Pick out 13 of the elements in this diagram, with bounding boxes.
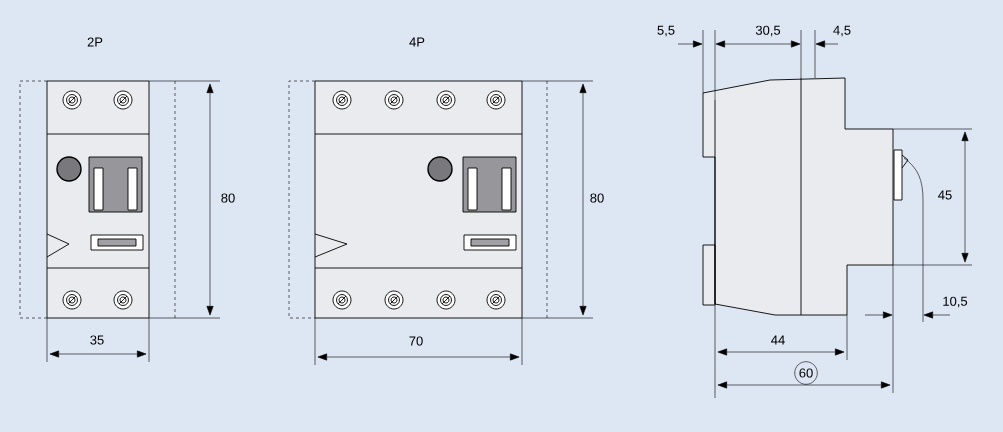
dimension-label: 4,5 bbox=[833, 25, 851, 37]
dimension-label: 44 bbox=[771, 335, 785, 345]
circled-dimension: 60 bbox=[794, 361, 818, 385]
dimension-label: 80 bbox=[221, 193, 235, 203]
dimension-label: 10,5 bbox=[943, 296, 968, 308]
dimension-label: 45 bbox=[938, 190, 952, 200]
dimension-label: 30,5 bbox=[755, 25, 781, 37]
dimension-label: 35 bbox=[90, 335, 104, 345]
dimension-label: 5,5 bbox=[657, 25, 675, 37]
view-label: 4P bbox=[409, 37, 425, 47]
dimension-label: 70 bbox=[409, 336, 423, 346]
dimension-label: 80 bbox=[590, 193, 604, 203]
view-label: 2P bbox=[87, 37, 103, 47]
